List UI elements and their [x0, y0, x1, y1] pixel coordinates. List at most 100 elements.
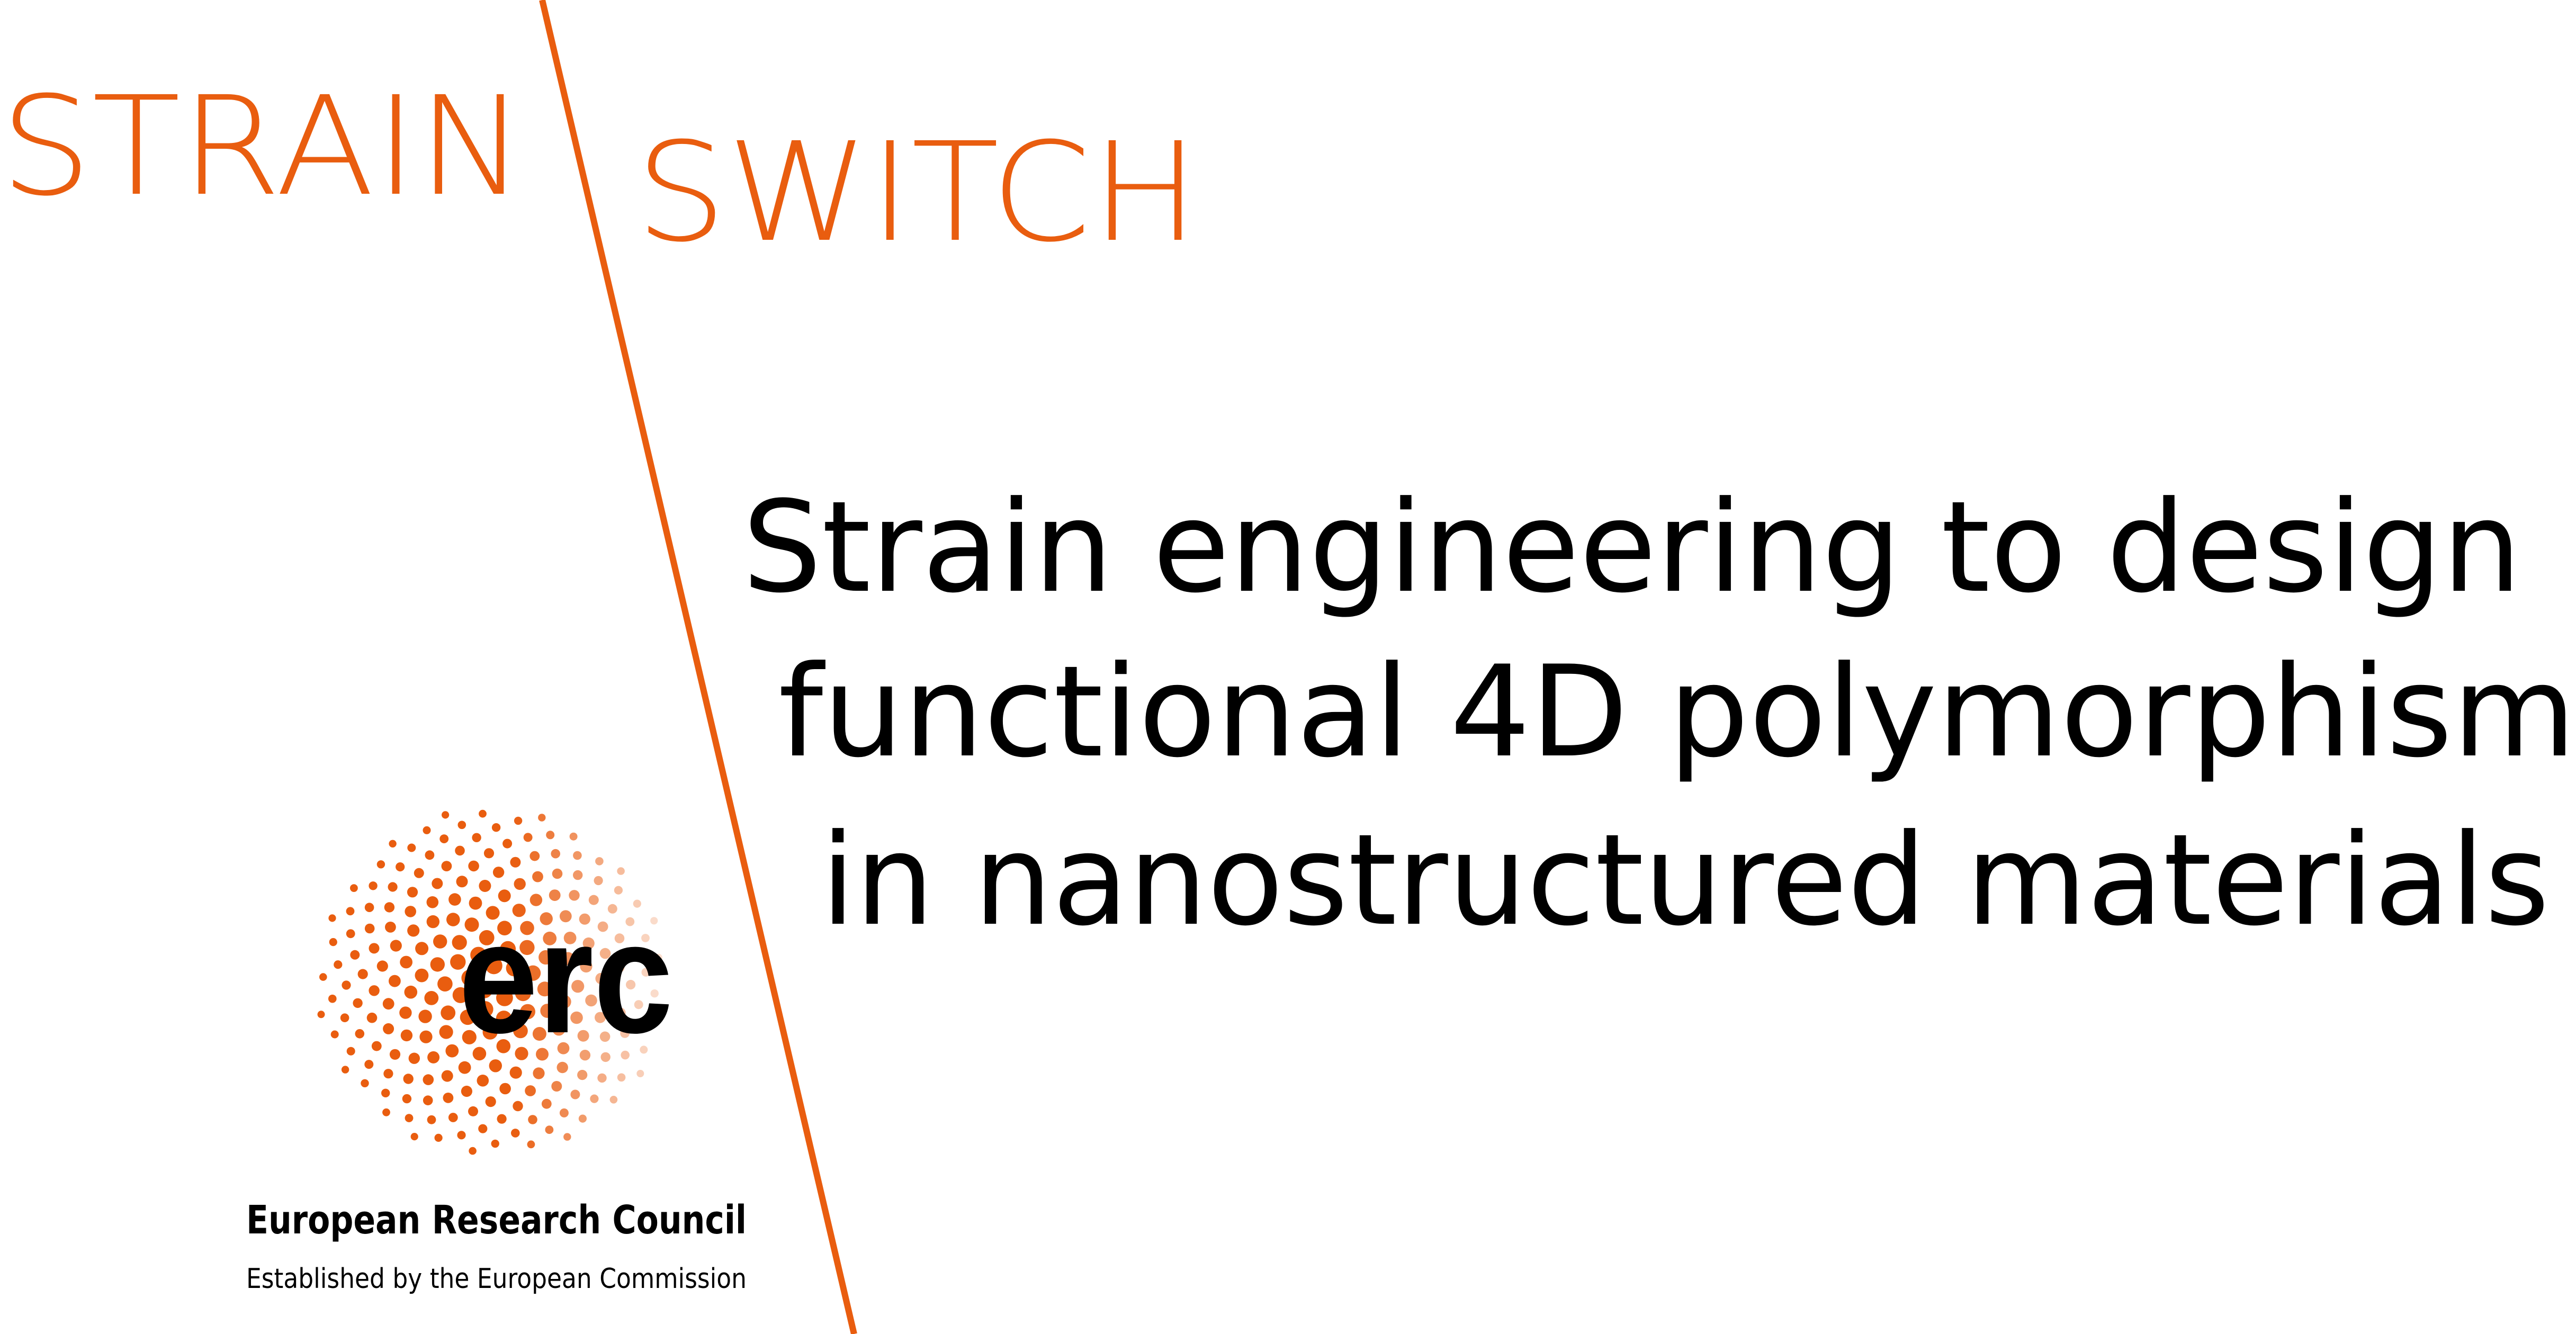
erc-logo-dot: [590, 1094, 599, 1103]
erc-logo-dot: [382, 1108, 390, 1116]
erc-logo-dot: [415, 942, 429, 956]
erc-logo-dot: [403, 1074, 414, 1084]
erc-logo-dot: [472, 1047, 487, 1061]
erc-logo-dot: [599, 948, 611, 959]
erc-logo-dot: [650, 989, 659, 998]
erc-logo-dot: [478, 1124, 488, 1133]
erc-logo-dot: [588, 895, 599, 905]
erc-logo-dot: [571, 980, 585, 993]
erc-logo-dot: [418, 1009, 432, 1023]
erc-logo-dot: [414, 868, 424, 878]
erc-logo-dot: [405, 906, 416, 917]
erc-logo-dot: [513, 1023, 528, 1039]
erc-logo-dot: [499, 1083, 511, 1095]
erc-logo-dot: [457, 1131, 466, 1140]
erc-logo-dot: [383, 1023, 394, 1034]
erc-logo-dot: [427, 1051, 440, 1063]
erc-logo-dot: [346, 929, 355, 939]
erc-logo-dot: [529, 894, 543, 906]
erc-logo-dot: [400, 1029, 413, 1042]
erc-logo-dot: [585, 994, 597, 1007]
erc-logo-dot: [350, 884, 358, 892]
erc-logo-dot: [549, 889, 561, 901]
erc-logo-dot: [364, 1060, 374, 1069]
erc-logo-dot: [520, 1004, 535, 1020]
erc-logo-dot: [489, 1059, 502, 1072]
erc-logo-dot: [552, 1022, 566, 1036]
erc-logo-dot: [580, 960, 593, 973]
erc-logo-dot: [346, 1047, 355, 1056]
erc-logo-dot: [346, 907, 355, 916]
erc-logo-dot: [486, 906, 500, 920]
erc-logo-dot: [402, 1094, 412, 1104]
erc-logo-dot: [552, 969, 567, 984]
erc-logo-dot: [520, 921, 534, 935]
erc-logo-dot: [383, 1069, 393, 1079]
erc-logo-dot: [442, 811, 450, 819]
erc-logo-dot: [640, 1045, 648, 1054]
erc-logo-dot: [371, 1041, 382, 1051]
erc-logo-dot: [430, 957, 445, 972]
erc-tagline: Established by the European Commission: [246, 1263, 747, 1295]
erc-logo-dot: [573, 851, 582, 860]
erc-logo-dot: [369, 985, 380, 996]
erc-logo-dot: [515, 985, 531, 1002]
erc-logo-dot: [498, 889, 511, 903]
erc-logo-dot: [452, 935, 467, 950]
erc-logo-dot: [410, 1133, 418, 1141]
erc-logo-dot: [629, 949, 639, 959]
erc-logo-dot: [514, 816, 523, 825]
erc-logo-dot: [450, 954, 466, 970]
erc-logo-dot: [543, 931, 557, 945]
erc-logo-dot: [557, 1042, 570, 1054]
erc-logo-dot: [460, 1009, 475, 1025]
erc-logo-dot: [570, 1011, 583, 1024]
erc-logo-dot: [389, 840, 397, 848]
erc-logo-dot: [597, 921, 608, 932]
erc-logo-dot: [426, 915, 439, 929]
erc-logo-dot: [461, 969, 478, 987]
erc-logo-dot: [527, 1140, 535, 1149]
erc-logo-dot: [515, 1047, 528, 1060]
erc-logo-dot: [500, 941, 516, 957]
erc-logo-dot: [614, 886, 623, 895]
erc-logo-dot: [328, 914, 336, 922]
diagonal-divider: [539, 0, 857, 1334]
erc-logo-dot: [509, 1066, 522, 1079]
erc-logo-dot: [317, 1011, 325, 1018]
erc-logo-dot: [621, 1050, 630, 1060]
erc-logo-dot: [570, 1089, 580, 1099]
erc-logo-dot: [620, 1029, 630, 1038]
erc-logo-dot: [434, 1133, 443, 1142]
erc-logo-dot: [552, 868, 563, 879]
erc-logo-dot: [533, 1067, 545, 1079]
erc-logo-dot: [559, 1108, 569, 1117]
erc-logo-dot: [573, 870, 583, 880]
erc-logo-dot: [448, 893, 461, 906]
erc-logo-dot: [479, 809, 487, 818]
erc-logo-dot: [512, 904, 526, 917]
erc-logo-dot: [423, 1095, 433, 1105]
erc-logo-dot: [456, 876, 468, 888]
erc-logo-dot: [582, 937, 595, 950]
erc-logo-dot: [540, 912, 553, 925]
erc-logo-dot: [423, 826, 431, 834]
erc-logo-dot: [492, 867, 505, 878]
erc-logo-dot: [529, 851, 540, 861]
erc-logo-dot: [361, 1079, 369, 1087]
erc-logo-dot: [641, 934, 650, 942]
erc-logo-dot: [540, 1004, 555, 1018]
erc-logo-dot: [470, 947, 487, 963]
erc-logo-dot: [399, 1006, 412, 1019]
erc-logo-dot: [538, 814, 546, 822]
erc-logo-dot: [609, 1096, 618, 1104]
erc-logo-dot: [407, 924, 420, 937]
erc-logo-dot: [578, 1114, 587, 1123]
erc-logo-dot: [407, 843, 416, 852]
erc-logo-dot: [462, 1030, 477, 1044]
erc-logo-dot: [607, 989, 618, 1000]
erc-logo-dot: [626, 980, 636, 990]
erc-logo-dot: [426, 896, 439, 908]
erc-logo-dot: [551, 1081, 562, 1092]
erc-logo-dot: [491, 823, 501, 832]
